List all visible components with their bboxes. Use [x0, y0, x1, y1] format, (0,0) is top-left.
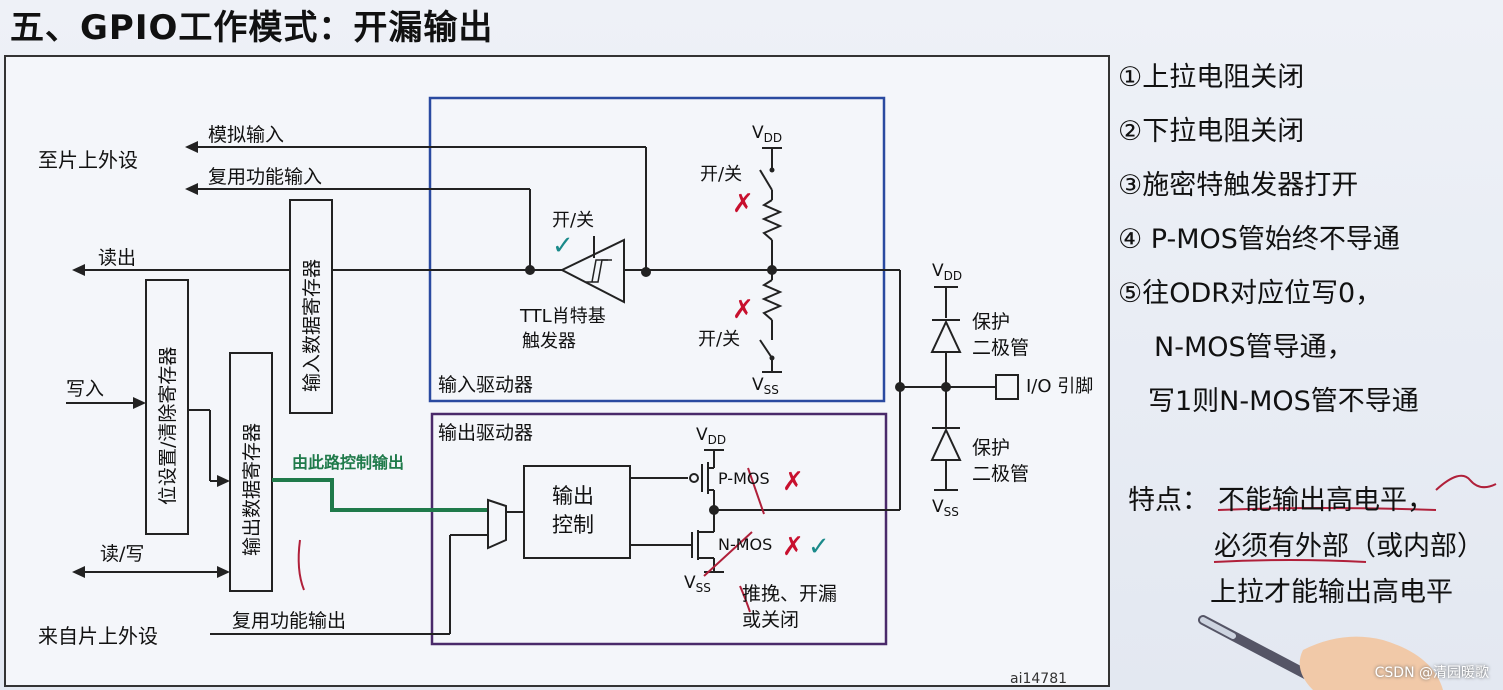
- label-output-control-2: 控制: [552, 513, 594, 537]
- check-ttl: ✓: [552, 231, 574, 261]
- label-output-data-register: 输出数据寄存器: [241, 423, 263, 556]
- label-io-pin: I/O 引脚: [1026, 376, 1093, 397]
- label-pullup-switch: 开/关: [700, 164, 742, 185]
- label-pulldown-switch: 开/关: [698, 329, 740, 350]
- cross-nmos: ✗: [782, 532, 804, 562]
- ink-slash-nmos: [703, 531, 753, 577]
- label-protect-lower-1: 保护: [972, 437, 1010, 459]
- label-alt-input: 复用功能输入: [208, 166, 322, 188]
- label-protect-lower-2: 二极管: [972, 463, 1029, 485]
- label-path-note: 由此路控制输出: [292, 453, 404, 472]
- label-to-peripheral: 至片上外设: [38, 148, 138, 172]
- label-analog-input: 模拟输入: [208, 124, 284, 146]
- label-pmos: P-MOS: [718, 469, 770, 488]
- watermark: CSDN @清园暖歌: [1374, 665, 1489, 681]
- label-vdd-diode: VDD: [932, 261, 962, 283]
- feature-label: 特点：: [1128, 485, 1209, 516]
- bit-set-reset-register: [145, 279, 189, 535]
- lower-protection-diode: [930, 427, 962, 461]
- cross-pmos: ✗: [782, 467, 804, 497]
- label-mode-2: 或关闭: [742, 609, 799, 631]
- label-input-data-register: 输入数据寄存器: [301, 259, 323, 392]
- note-1: ①上拉电阻关闭: [1118, 62, 1305, 93]
- label-from-peripheral: 来自片上外设: [38, 624, 158, 648]
- label-input-driver: 输入驱动器: [438, 374, 533, 396]
- page-title: 五、GPIO工作模式：开漏输出: [10, 8, 494, 48]
- cross-pulldown: ✗: [732, 295, 754, 325]
- note-2: ②下拉电阻关闭: [1118, 116, 1305, 147]
- label-output-driver: 输出驱动器: [438, 422, 533, 444]
- note-7: 写1则N-MOS管不导通: [1148, 386, 1419, 417]
- label-protect-upper-1: 保护: [972, 311, 1010, 333]
- output-mux: [487, 498, 507, 550]
- feature-line-2: 必须有外部（或内部）: [1214, 531, 1484, 562]
- label-mode-1: 推挽、开漏: [742, 583, 837, 605]
- label-ttl-switch: 开/关: [552, 210, 594, 231]
- feature-underline-1: [1217, 507, 1437, 511]
- label-ttl-line1: TTL肖特基: [519, 306, 606, 327]
- input-driver-box: [428, 96, 886, 403]
- label-vdd-pullup: VDD: [752, 123, 782, 145]
- output-control-block: [523, 465, 631, 559]
- upper-protection-diode: [930, 319, 962, 353]
- label-ttl-line2: 触发器: [522, 331, 576, 352]
- presenter-hand-with-pointer: [1198, 615, 1443, 690]
- control-output-path: [272, 478, 488, 512]
- label-ref-code: ai14781: [1010, 671, 1067, 687]
- label-vss-nmos: VSS: [684, 573, 711, 595]
- label-vss-pulldown: VSS: [752, 375, 779, 397]
- label-bit-set-reset-register: 位设置/清除寄存器: [157, 347, 179, 505]
- note-6: N-MOS管导通，: [1154, 332, 1354, 363]
- label-read: 读出: [98, 247, 136, 269]
- label-alt-output: 复用功能输出: [232, 610, 346, 632]
- note-5: ⑤往ODR对应位写0，: [1118, 278, 1383, 309]
- pullup-resistor: [761, 199, 783, 241]
- input-data-register: [289, 199, 333, 414]
- output-data-register: [229, 352, 273, 592]
- ink-curve-mode: [739, 585, 751, 613]
- note-4: ④ P-MOS管始终不导通: [1118, 224, 1400, 255]
- feature-underline-2: [1213, 559, 1367, 563]
- ink-mark-bottom: [297, 539, 305, 591]
- label-nmos: N-MOS: [718, 535, 772, 554]
- output-driver-box: [430, 412, 888, 646]
- check-nmos: ✓: [808, 532, 830, 562]
- label-protect-upper-2: 二极管: [972, 337, 1029, 359]
- label-vss-diode: VSS: [932, 497, 959, 519]
- feature-scribble: [1435, 474, 1497, 491]
- label-read-write: 读/写: [100, 543, 144, 565]
- ink-slash-pmos: [747, 467, 765, 515]
- io-pin-pad: [995, 374, 1019, 400]
- cross-pullup: ✗: [732, 189, 754, 219]
- note-3: ③施密特触发器打开: [1118, 170, 1359, 201]
- label-vdd-pmos: VDD: [696, 425, 726, 447]
- label-write: 写入: [66, 378, 104, 400]
- feature-line-1: 不能输出高电平，: [1218, 485, 1434, 516]
- feature-line-3: 上拉才能输出高电平: [1210, 577, 1453, 608]
- label-output-control-1: 输出: [552, 484, 594, 508]
- pulldown-resistor: [761, 279, 783, 321]
